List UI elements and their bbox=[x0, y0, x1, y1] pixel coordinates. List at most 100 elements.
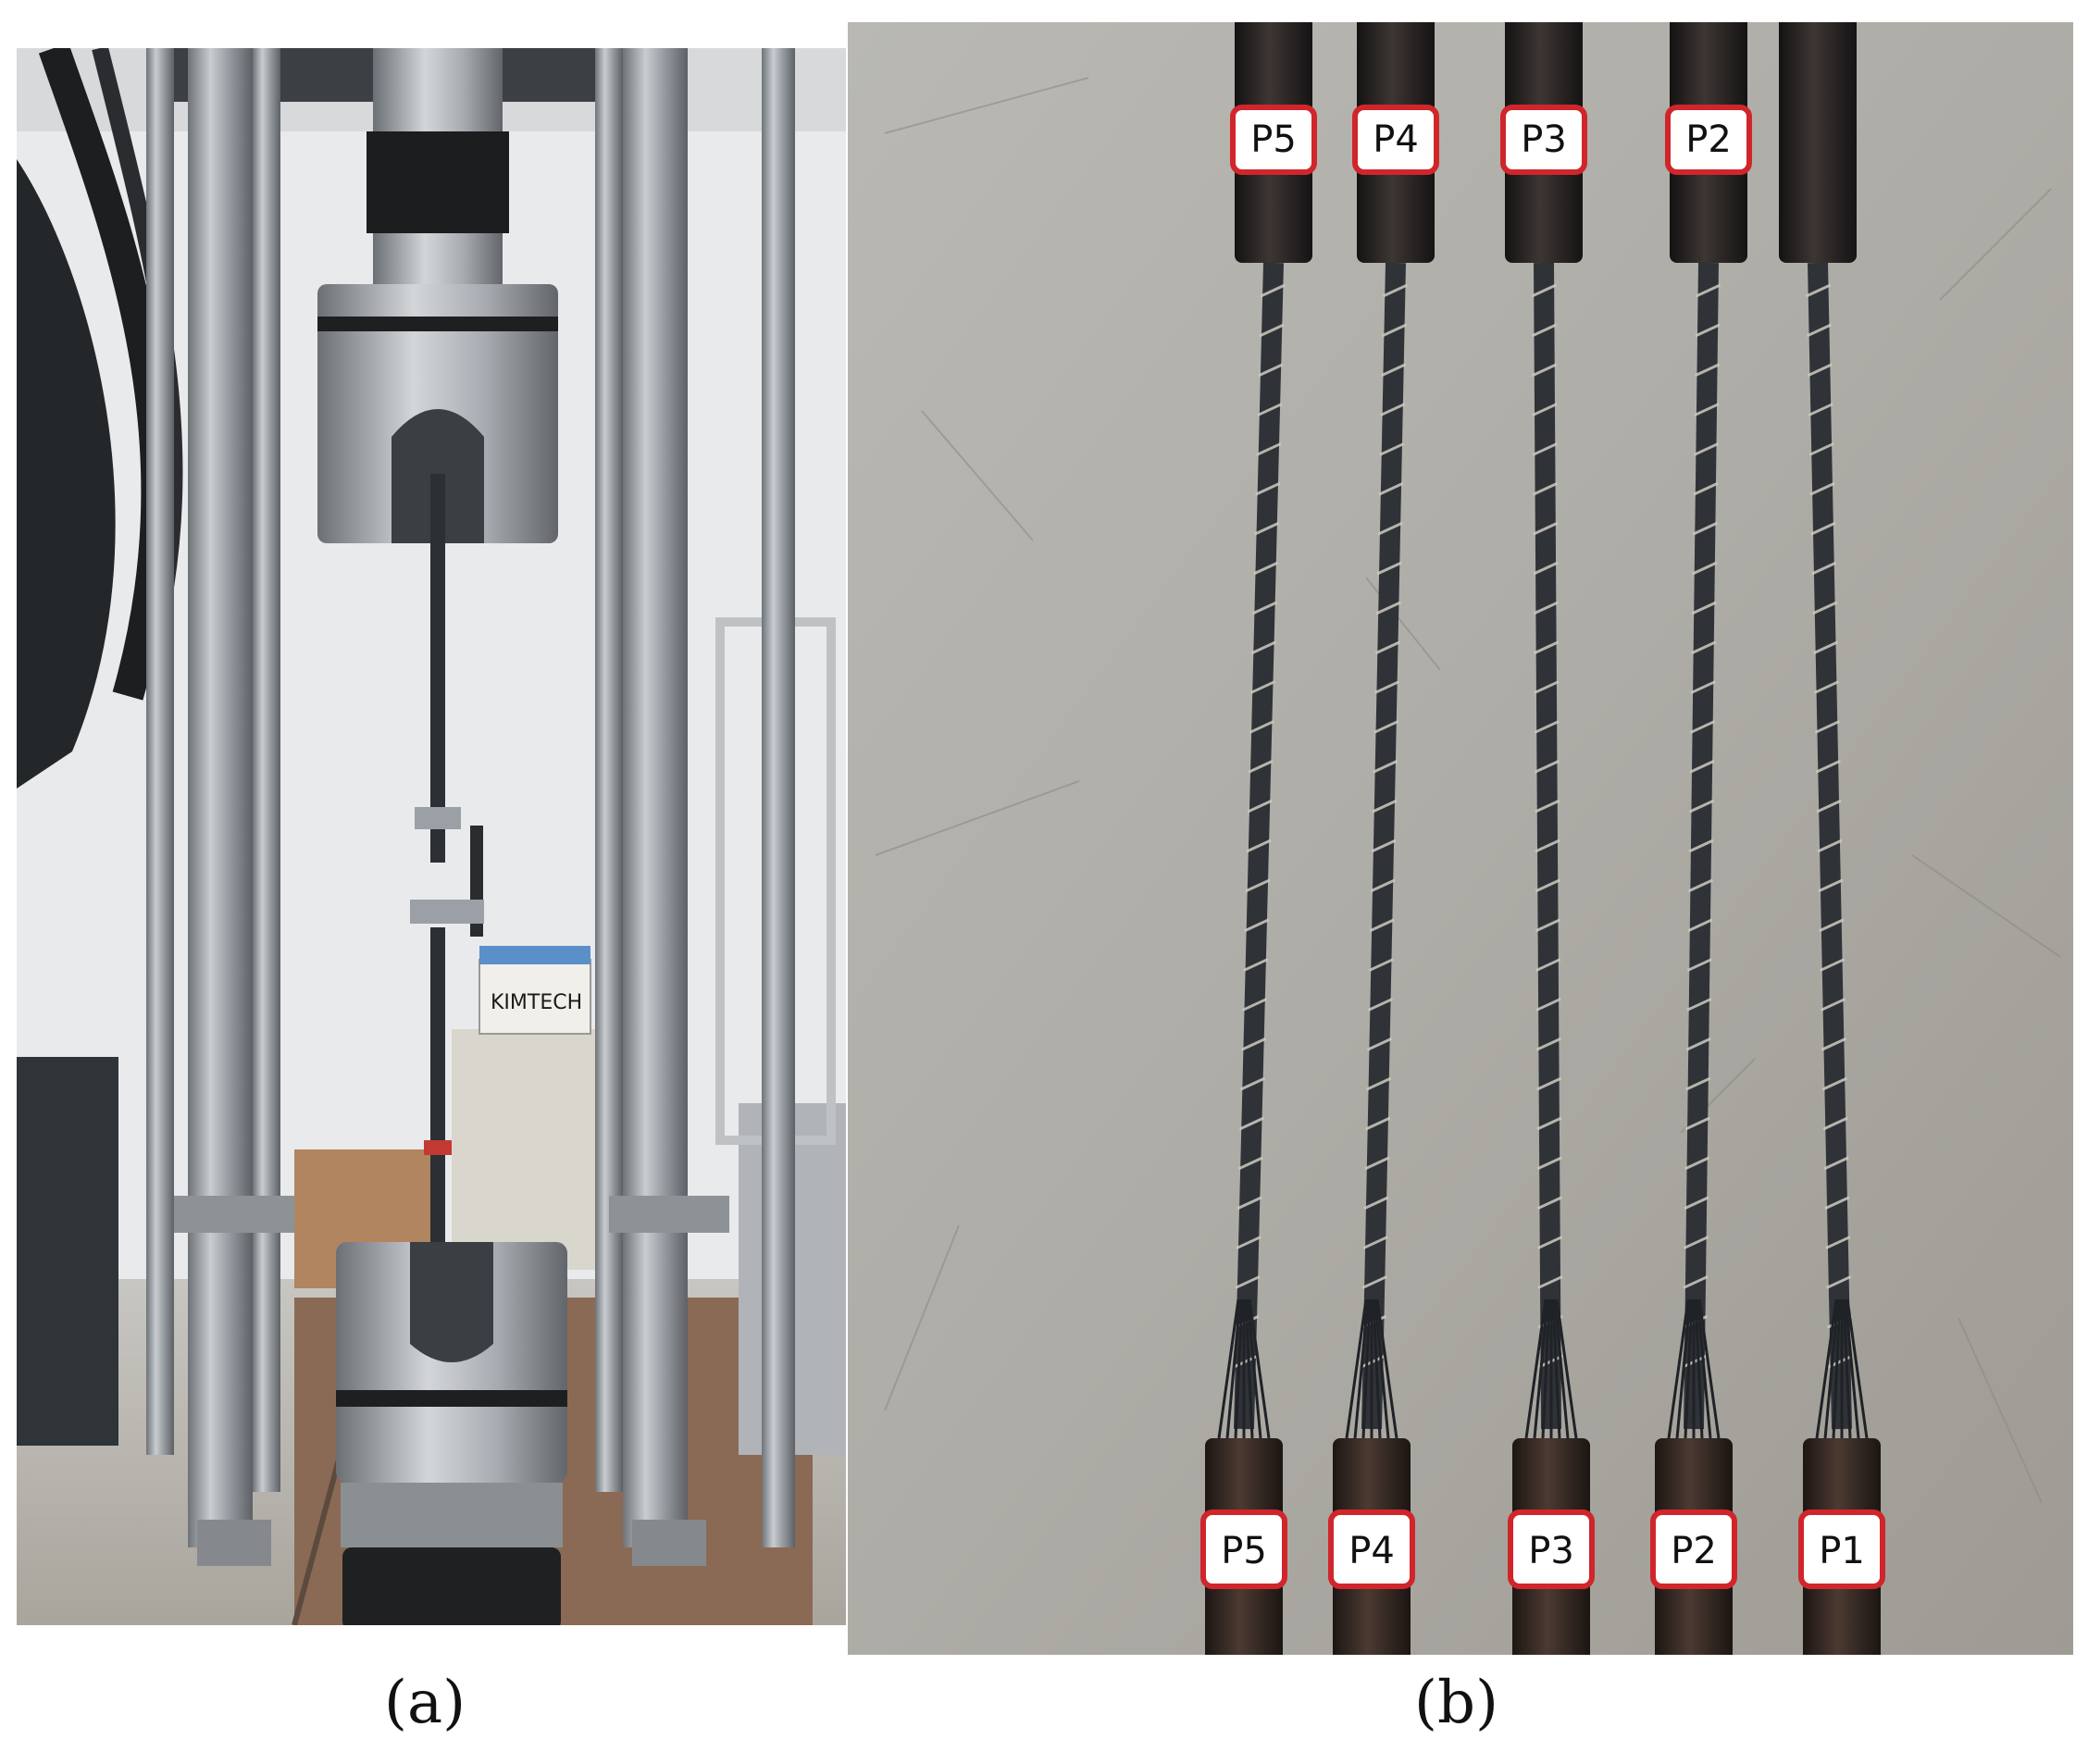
spiral-wrap bbox=[1362, 1236, 1388, 1249]
frayed-fiber bbox=[1244, 1298, 1254, 1439]
spiral-wrap bbox=[1809, 481, 1835, 496]
frayed-fiber bbox=[1524, 1298, 1547, 1439]
spiral-wrap bbox=[1361, 1275, 1387, 1289]
bottom-label-text: P2 bbox=[1671, 1530, 1717, 1572]
top-specimen-label: P2 bbox=[1665, 105, 1752, 175]
spiral-wrap bbox=[1692, 561, 1718, 576]
frayed-fiber bbox=[1846, 1298, 1869, 1439]
spiral-wrap bbox=[1374, 640, 1401, 655]
caption-a: (a) bbox=[384, 1669, 466, 1737]
frayed-fiber bbox=[1844, 1298, 1860, 1439]
spiral-wrap bbox=[1535, 878, 1560, 893]
spiral-wrap bbox=[1237, 1156, 1263, 1171]
spiral-wrap bbox=[1533, 561, 1559, 576]
spiral-wrap bbox=[1243, 958, 1269, 972]
spiral-wrap bbox=[1826, 1275, 1852, 1289]
bottom-label-text: P5 bbox=[1221, 1530, 1267, 1572]
spiral-wrap bbox=[1242, 998, 1268, 1012]
bottom-specimen-label: P3 bbox=[1508, 1509, 1595, 1589]
photo-panel-a: KIMTECH bbox=[17, 48, 846, 1625]
frayed-fiber bbox=[1694, 1298, 1704, 1439]
spiral-wrap bbox=[1811, 561, 1837, 576]
spiral-wrap bbox=[1381, 323, 1408, 338]
spiral-wrap bbox=[1536, 1076, 1562, 1091]
spiral-wrap bbox=[1249, 720, 1274, 734]
frayed-fiber bbox=[1353, 1298, 1370, 1439]
spiral-wrap bbox=[1825, 1236, 1851, 1249]
spiral-wrap bbox=[1687, 918, 1713, 933]
spiral-wrap bbox=[1365, 1116, 1391, 1131]
frayed-fiber bbox=[1832, 1298, 1842, 1439]
spiral-wrap bbox=[1812, 640, 1839, 655]
frayed-fiber bbox=[1555, 1298, 1578, 1439]
top-label-text: P2 bbox=[1685, 118, 1732, 161]
spiral-wrap bbox=[1364, 1156, 1390, 1171]
spiral-wrap bbox=[1822, 1116, 1848, 1131]
spiral-wrap bbox=[1250, 640, 1277, 655]
spiral-wrap bbox=[1533, 521, 1559, 536]
spiral-wrap bbox=[1693, 442, 1720, 456]
spiral-wrap bbox=[1534, 680, 1560, 694]
spiral-wrap bbox=[1371, 839, 1397, 853]
spiral-wrap bbox=[1258, 363, 1284, 378]
frayed-fiber bbox=[1372, 1298, 1382, 1439]
spiral-wrap bbox=[1534, 720, 1560, 734]
frayed-fiber bbox=[1684, 1298, 1694, 1439]
bottom-specimen-label: P2 bbox=[1650, 1509, 1737, 1589]
spiral-wrap bbox=[1810, 521, 1836, 536]
spiral-wrap bbox=[1537, 1275, 1563, 1289]
spiral-wrap bbox=[1246, 839, 1272, 853]
spiral-wrap bbox=[1817, 839, 1843, 853]
spiral-wrap bbox=[1380, 403, 1406, 416]
spiral-wrap bbox=[1532, 403, 1558, 416]
spiral-wrap bbox=[1375, 601, 1401, 615]
frayed-fiber bbox=[1361, 1298, 1372, 1439]
spiral-wrap bbox=[1690, 680, 1716, 694]
spiral-wrap bbox=[1260, 283, 1286, 298]
spiral-wrap bbox=[1820, 998, 1846, 1012]
spiral-wrap bbox=[1251, 601, 1278, 615]
spiral-wrap bbox=[1813, 680, 1840, 694]
frayed-fiber bbox=[1823, 1298, 1840, 1439]
spiral-wrap bbox=[1259, 323, 1285, 338]
spiral-wrap bbox=[1688, 839, 1714, 853]
spiral-wrap bbox=[1256, 442, 1282, 456]
spiral-wrap bbox=[1819, 918, 1845, 933]
spiral-wrap bbox=[1366, 1037, 1393, 1051]
spiral-wrap bbox=[1821, 1076, 1847, 1091]
spiral-wrap bbox=[1535, 1037, 1561, 1051]
spiral-wrap bbox=[1378, 481, 1404, 496]
top-specimen-label: P5 bbox=[1230, 105, 1317, 175]
spiral-wrap bbox=[1535, 958, 1561, 972]
spiral-wrap bbox=[1239, 1076, 1266, 1091]
spiral-wrap bbox=[1683, 1275, 1709, 1289]
spiral-wrap bbox=[1245, 878, 1271, 893]
spiral-wrap bbox=[1535, 918, 1561, 933]
frayed-fiber bbox=[1675, 1298, 1692, 1439]
spiral-wrap bbox=[1244, 918, 1270, 933]
frayed-fiber bbox=[1696, 1298, 1712, 1439]
top-label-text: P4 bbox=[1373, 118, 1419, 161]
frayed-fiber bbox=[1345, 1298, 1368, 1439]
spiral-wrap bbox=[1536, 1116, 1562, 1131]
frayed-fiber bbox=[1697, 1298, 1721, 1439]
frayed-fiber bbox=[1248, 1298, 1271, 1439]
bottom-label-text: P1 bbox=[1819, 1530, 1865, 1572]
spiral-wrap bbox=[1690, 720, 1716, 734]
spiral-wrap bbox=[1808, 403, 1833, 416]
top-label-text: P5 bbox=[1250, 118, 1297, 161]
spiral-wrap bbox=[1535, 839, 1560, 853]
spiral-wrap bbox=[1820, 958, 1846, 972]
spiral-wrap bbox=[1685, 1037, 1711, 1051]
frayed-fiber bbox=[1553, 1298, 1570, 1439]
spiral-wrap bbox=[1821, 1037, 1847, 1051]
spiral-wrap bbox=[1812, 601, 1838, 615]
spiral-wrap bbox=[1372, 799, 1398, 814]
spiral-wrap bbox=[1805, 283, 1832, 298]
spiral-wrap bbox=[1255, 481, 1281, 496]
spiral-wrap bbox=[1532, 481, 1559, 496]
spiral-wrap bbox=[1363, 1196, 1389, 1211]
bottom-label-text: P3 bbox=[1528, 1530, 1574, 1572]
bottom-label-text: P4 bbox=[1348, 1530, 1395, 1572]
